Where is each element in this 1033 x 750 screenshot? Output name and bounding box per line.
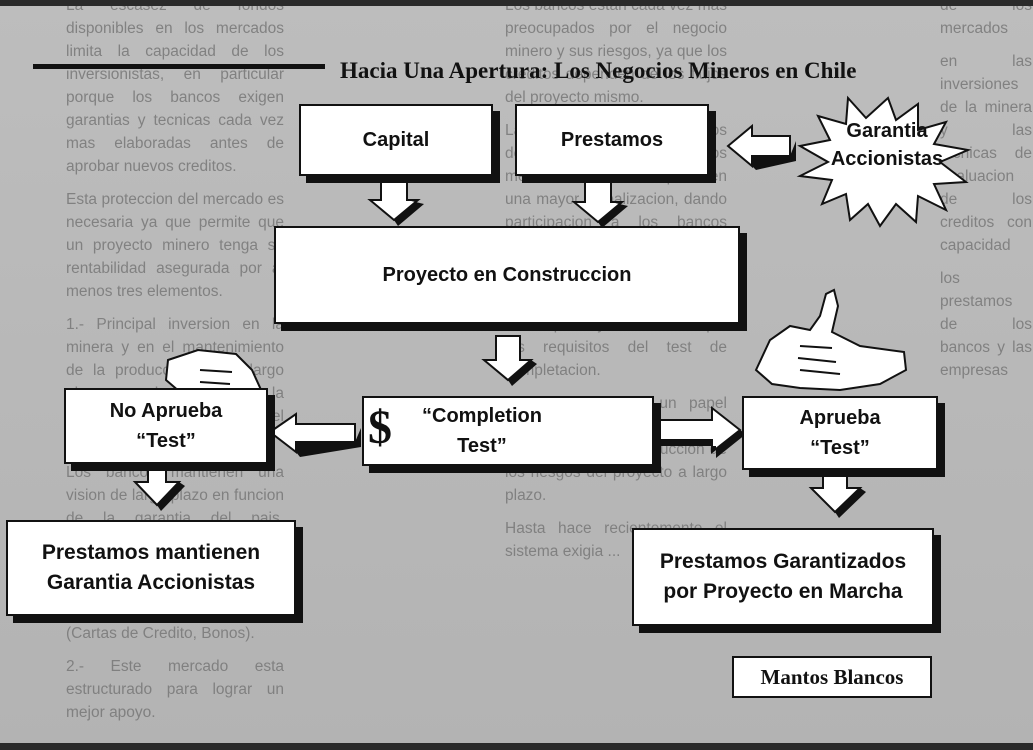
top-rule [0, 0, 1033, 6]
box-no-aprueba-line2: “Test” [136, 430, 196, 452]
box-completion-line1: “Completion [422, 405, 542, 427]
background-text-right: de los mercados en las inversiones de la… [940, 0, 1032, 744]
star-label: Garantia Accionistas [812, 117, 962, 173]
bg-paragraph: en las inversiones de la minera y las te… [940, 53, 1032, 254]
box-prestamos-mantienen-line1: Prestamos mantienen [41, 541, 261, 564]
thumbs-up-icon [754, 288, 908, 392]
box-aprueba: Aprueba “Test” [742, 396, 938, 470]
box-aprueba-line1: Aprueba [799, 407, 881, 429]
box-prestamos-mantienen-line2: Garantia Accionistas [46, 571, 256, 594]
box-prestamos-mantienen: Prestamos mantienen Garantia Accionistas [6, 520, 296, 616]
diagram-title: Hacia Una Apertura: Los Negocios Mineros… [340, 58, 857, 83]
box-prestamos-garantizados-line1: Prestamos Garantizados [659, 550, 907, 573]
starburst-icon [796, 95, 972, 228]
box-completion-line2: Test” [457, 435, 507, 457]
bg-paragraph: La escasez de fondos disponibles en los … [66, 0, 284, 175]
box-prestamos: Prestamos [515, 104, 709, 176]
box-proyecto-construccion: Proyecto en Construccion [274, 226, 740, 324]
box-aprueba-line2: “Test” [810, 437, 870, 459]
box-prestamos-garantizados-line2: por Proyecto en Marcha [663, 580, 903, 603]
box-no-aprueba: No Aprueba “Test” [64, 388, 268, 464]
box-prestamos-garantizados: Prestamos Garantizados por Proyecto en M… [632, 528, 934, 626]
box-prestamos-label: Prestamos [560, 129, 664, 151]
box-completion-test: “Completion Test” [362, 396, 654, 466]
bg-paragraph: Esta proteccion del mercado es necesaria… [66, 191, 284, 300]
dollar-icon: $ [368, 401, 392, 454]
box-capital-label: Capital [362, 129, 430, 151]
mantos-blancos-logo: Mantos Blancos [732, 656, 932, 698]
title-bar [33, 64, 325, 69]
star-label-line1: Garantia [846, 120, 928, 142]
logo-text: Mantos Blancos [760, 664, 904, 689]
bg-paragraph: 2.- Este mercado esta estructurado para … [66, 658, 284, 721]
box-no-aprueba-line1: No Aprueba [109, 400, 223, 422]
completion-text: “Completion Test” [422, 401, 542, 461]
box-proyecto-label: Proyecto en Construccion [382, 264, 632, 286]
bg-paragraph: los prestamos de los bancos y las empres… [940, 270, 1032, 379]
arrow-down-icon [808, 465, 863, 514]
box-capital: Capital [299, 104, 493, 176]
bottom-rule [0, 743, 1033, 750]
star-label-line2: Accionistas [830, 148, 944, 170]
